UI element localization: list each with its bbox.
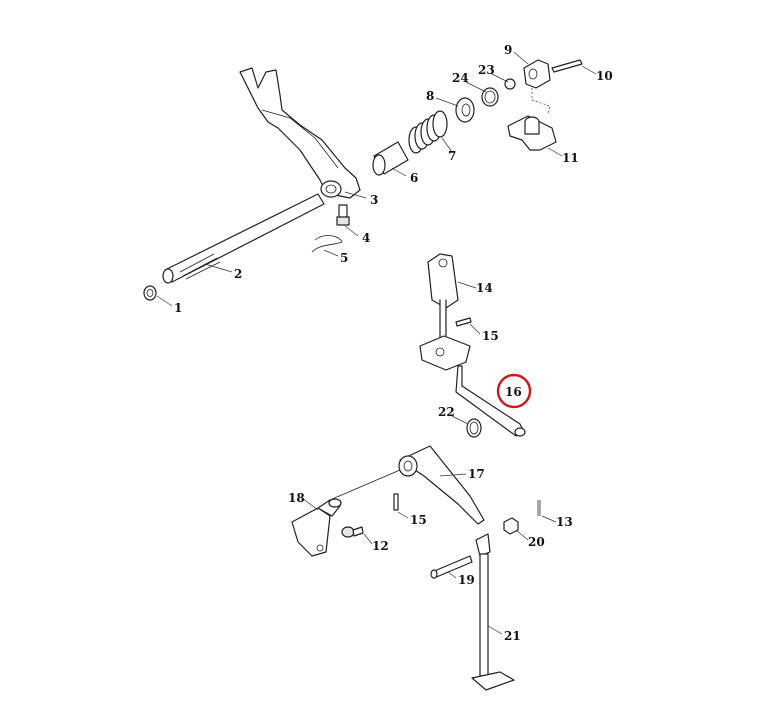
callout-21[interactable]: 21 (504, 629, 521, 643)
callout-20[interactable]: 20 (528, 535, 545, 549)
callout-7[interactable]: 7 (448, 149, 456, 163)
part-15-roll-pin-upper (455, 317, 472, 327)
part-20-nut (503, 517, 519, 535)
part-9-bracket (523, 59, 551, 89)
part-19-clevis-pin (430, 555, 473, 579)
callout-15-lower[interactable]: 15 (410, 513, 427, 527)
part-17-pedal-lever (329, 445, 485, 525)
part-7-spring (408, 110, 448, 154)
part-22-retaining-ring (466, 418, 482, 438)
callout-2[interactable]: 2 (234, 267, 242, 281)
part-13-split-pin (537, 500, 541, 516)
part-10-pin (551, 59, 583, 73)
linkage-clevis (419, 335, 471, 371)
part-18-pivot-bracket (291, 498, 342, 557)
part-5-spring-wire (311, 235, 343, 253)
part-6-bushing (372, 141, 409, 176)
callout-16[interactable]: 16 (505, 385, 522, 399)
part-16-linkage-rod (455, 365, 526, 437)
callout-15-upper[interactable]: 15 (482, 329, 499, 343)
callout-8[interactable]: 8 (426, 89, 434, 103)
callout-13[interactable]: 13 (556, 515, 573, 529)
leader-lines (156, 51, 597, 635)
callout-1[interactable]: 1 (174, 301, 182, 315)
part-1-washer (143, 285, 157, 301)
callout-10[interactable]: 10 (596, 69, 613, 83)
callout-11[interactable]: 11 (562, 151, 579, 165)
callout-22[interactable]: 22 (438, 405, 455, 419)
part-11-detent-arm (507, 115, 557, 151)
callout-17[interactable]: 17 (468, 467, 485, 481)
part-14-linkage-bracket (427, 253, 459, 341)
callout-24[interactable]: 24 (452, 71, 469, 85)
callout-labels: 1 2 3 4 5 6 7 8 9 10 11 12 13 14 15 15 1… (174, 43, 613, 643)
callout-14[interactable]: 14 (476, 281, 493, 295)
callout-4[interactable]: 4 (362, 231, 370, 245)
part-23-washer (504, 78, 516, 90)
callout-9[interactable]: 9 (504, 43, 512, 57)
highlight-circle (496, 373, 532, 409)
part-8-spring-cup (455, 97, 475, 123)
callout-6[interactable]: 6 (410, 171, 418, 185)
part-15-roll-pin-lower (393, 493, 399, 511)
part-24-o-ring (481, 87, 499, 107)
part-21-pedal-rod (471, 533, 515, 691)
callout-18[interactable]: 18 (288, 491, 305, 505)
callout-3[interactable]: 3 (370, 193, 378, 207)
part-4-fitting (336, 204, 350, 226)
callout-5[interactable]: 5 (340, 251, 348, 265)
part-12-bolt (341, 526, 364, 538)
part-2-shift-shaft (162, 193, 325, 284)
part-3-shift-fork (239, 67, 361, 199)
callout-23[interactable]: 23 (478, 63, 495, 77)
callout-19[interactable]: 19 (458, 573, 475, 587)
callout-12[interactable]: 12 (372, 539, 389, 553)
